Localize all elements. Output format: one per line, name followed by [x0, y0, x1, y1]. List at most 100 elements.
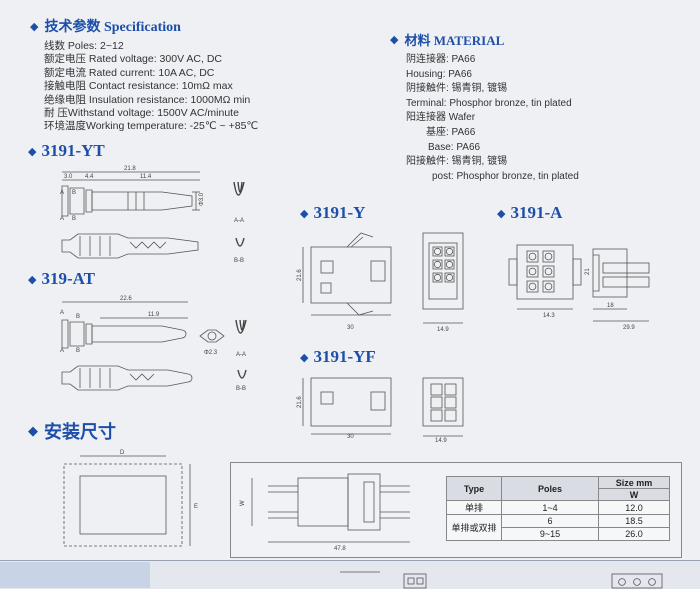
model-yf-heading: ◆ 3191-YF: [300, 347, 376, 367]
a-header-drawing: 14.3 21 18 29.9: [508, 244, 650, 331]
dim-label: 18: [607, 303, 614, 309]
dim-label: 30: [347, 325, 354, 331]
dim-label: 47.8: [334, 546, 346, 552]
spec-line: 额定电流 Rated current: 10A AC, DC: [44, 66, 215, 79]
install-title: 安装尺寸: [44, 422, 116, 442]
material-line: 基座: PA66: [426, 126, 476, 138]
dim-label: A: [60, 190, 64, 196]
dim-label: B: [72, 190, 76, 196]
material-line: post: Phosphor bronze, tin plated: [432, 170, 579, 182]
dim-label: 3.0: [64, 174, 73, 180]
model-at-label: 319-AT: [41, 269, 95, 288]
spec-list: 线数 Poles: 2~12 额定电压 Rated voltage: 300V …: [44, 40, 258, 134]
table-cell-w: 26.0: [598, 527, 670, 541]
model-y-label: 3191-Y: [313, 203, 366, 222]
material-line: Base: PA66: [428, 141, 481, 153]
dim-label: 21: [585, 268, 591, 275]
dim-label: 22.6: [120, 296, 132, 302]
yt-terminal-drawing: 21.8 3.0 4.4 11.4 Φ3.0 A B A B A-A B-B: [60, 166, 245, 264]
diamond-bullet-icon: ◆: [30, 20, 39, 33]
model-y-heading: ◆ 3191-Y: [300, 203, 365, 223]
spec-line: 线数 Poles: 2~12: [44, 40, 124, 52]
material-line: 阳接触件: 锡青铜, 镀锡: [406, 156, 508, 168]
bottom-panel-left: [0, 562, 150, 588]
model-a-label: 3191-A: [510, 203, 563, 222]
dim-label: B: [76, 348, 80, 354]
dim-label: 29.9: [623, 325, 635, 331]
table-cell-type: 单排: [446, 500, 502, 515]
table-cell-poles: 9~15: [501, 527, 599, 541]
dim-label: 11.9: [148, 312, 160, 318]
dim-label: 21.8: [124, 166, 136, 172]
material-line: Housing: PA66: [406, 68, 472, 80]
table-row: 单排 1~4 12.0: [446, 500, 670, 515]
dim-label: 4.4: [85, 174, 94, 180]
dim-label: Φ2.3: [204, 350, 218, 356]
spec-section: ◆ 技术参数 Specification 线数 Poles: 2~12 额定电压…: [30, 16, 258, 134]
dim-label: 14.9: [435, 438, 447, 444]
dim-label: 21.6: [297, 396, 303, 408]
dim-label: A-A: [236, 352, 246, 358]
spec-line: 环境温度Working temperature: -25℃ ~ +85℃: [44, 120, 259, 133]
dim-label: B-B: [234, 258, 244, 264]
table-cell-type: 单排或双排: [446, 514, 502, 541]
diamond-bullet-icon: ◆: [28, 145, 37, 158]
dim-label: W: [240, 500, 246, 506]
spec-line: 耐 压Withstand voltage: 1500V AC/minute: [44, 107, 239, 120]
material-line: 阴接触件: 锡青铜, 镀锡: [406, 83, 508, 95]
table-header-poles: Poles: [501, 476, 599, 501]
spec-title: 技术参数 Specification: [44, 20, 181, 35]
table-row: 9~15 26.0: [447, 527, 670, 541]
table-cell-w: 12.0: [598, 500, 670, 515]
size-table: Type Poles Size mm W 单排 1~4 12.0 单排或双排 6…: [446, 476, 670, 541]
table-header-w: W: [598, 488, 670, 501]
dim-label: B-B: [236, 386, 246, 392]
dim-label: 14.9: [437, 327, 449, 333]
model-a-heading: ◆ 3191-A: [497, 203, 562, 223]
material-line: Terminal: Phosphor bronze, tin plated: [406, 97, 572, 109]
table-header-size: Size mm: [598, 476, 670, 489]
spec-line: 接触电阻 Contact resistance: 10mΩ max: [44, 80, 233, 93]
material-title: 材料 MATERIAL: [404, 33, 505, 48]
diamond-bullet-icon: ◆: [497, 207, 506, 220]
diamond-bullet-icon: ◆: [300, 207, 309, 220]
material-list: 阴连接器: PA66 Housing: PA66 阴接触件: 锡青铜, 镀锡 T…: [390, 53, 579, 184]
dim-label: 30: [347, 434, 354, 440]
table-header-type: Type: [446, 476, 502, 501]
bottom-partial-drawing: [340, 571, 663, 589]
table-cell-poles: 1~4: [501, 500, 599, 515]
dim-label: D: [120, 450, 125, 456]
dim-label: 21.6: [297, 269, 303, 281]
material-section: ◆ 材料 MATERIAL 阴连接器: PA66 Housing: PA66 阴…: [390, 30, 579, 184]
material-line: 阴连接器: PA66: [406, 54, 476, 65]
dim-label: E: [194, 504, 198, 510]
model-yf-label: 3191-YF: [313, 347, 376, 366]
dim-label: A: [60, 216, 64, 222]
install-heading: ◆ 安装尺寸: [28, 418, 116, 444]
spec-line: 额定电压 Rated voltage: 300V AC, DC: [44, 53, 222, 66]
model-yt-label: 3191-YT: [41, 141, 105, 160]
dim-label: Φ3.0: [199, 192, 205, 206]
diamond-bullet-icon: ◆: [28, 273, 37, 286]
table-row: 单排或双排 6 18.5: [446, 514, 670, 541]
dim-label: 14.3: [543, 313, 555, 319]
y-housing-drawing: 21.6 30 14.9: [297, 232, 464, 333]
dim-label: A-A: [234, 218, 244, 224]
dim-label: A: [60, 348, 64, 354]
install-panel-drawing: D E: [63, 450, 198, 547]
table-cell-poles: 6: [501, 514, 599, 528]
spec-line: 绝缘电阻 Insulation resistance: 1000MΩ min: [44, 93, 251, 106]
dim-label: 11.4: [140, 174, 152, 180]
yf-housing-drawing: 21.6 30 14.9: [297, 377, 464, 444]
dim-label: B: [76, 314, 80, 320]
dim-label: B: [72, 216, 76, 222]
diamond-bullet-icon: ◆: [390, 34, 399, 46]
dim-label: A: [60, 310, 64, 316]
diamond-bullet-icon: ◆: [28, 423, 38, 438]
at-terminal-drawing: 22.6 11.9 A B A B Φ2.3 A-A B-B: [60, 296, 247, 392]
model-at-heading: ◆ 319-AT: [28, 269, 95, 289]
table-cell-w: 18.5: [598, 514, 670, 528]
model-yt-heading: ◆ 3191-YT: [28, 141, 105, 161]
assembly-drawing: W 47.8: [240, 473, 410, 552]
diamond-bullet-icon: ◆: [300, 351, 309, 364]
